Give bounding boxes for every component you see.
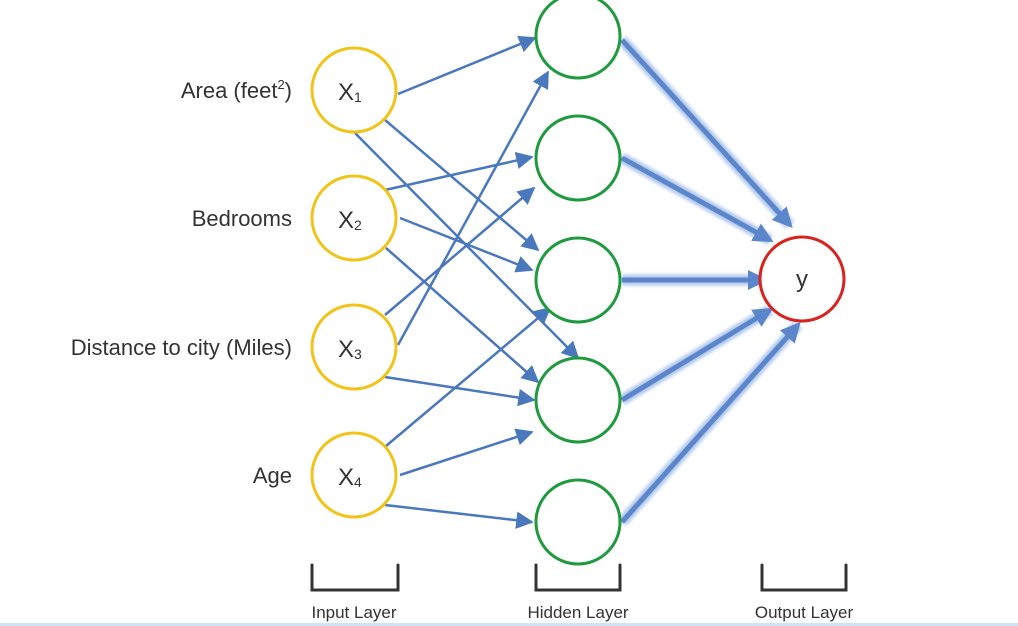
edge-x1-h3 <box>384 119 540 252</box>
output-layer-label: Output Layer <box>755 603 854 622</box>
edge-x4-h5 <box>384 503 534 529</box>
edge-h1-y <box>620 38 793 228</box>
input-node-x2-label: X2 <box>338 207 362 234</box>
input-node-x1 <box>310 46 398 134</box>
hidden-node-2 <box>534 114 622 202</box>
hidden-node-4 <box>534 356 622 444</box>
input-node-x4-label: X4 <box>338 464 362 491</box>
edge-h4-y <box>620 307 774 403</box>
hidden-node-3 <box>534 236 622 324</box>
output-node-y <box>758 235 846 323</box>
hidden-output-edges <box>620 38 801 524</box>
edge-x3-h1 <box>396 70 550 346</box>
input-node-x2 <box>310 174 398 262</box>
output-node-label: y <box>796 266 808 293</box>
hidden-node-5 <box>534 478 622 566</box>
hidden-node-1 <box>534 0 622 80</box>
hidden-layer-bracket <box>534 563 622 592</box>
input-node-x1-label: X1 <box>338 79 362 106</box>
edge-h5-y <box>620 322 801 524</box>
input-node-x3-label: X3 <box>338 336 362 363</box>
feature-label-distance: Distance to city (Miles) <box>71 335 292 360</box>
input-node-x3 <box>310 303 398 391</box>
edge-x4-h4 <box>399 428 534 477</box>
edge-x1-h1 <box>397 35 537 96</box>
input-hidden-edges <box>354 35 580 529</box>
feature-label-bedrooms: Bedrooms <box>192 206 292 231</box>
input-layer-bracket <box>310 563 400 592</box>
input-layer-nodes <box>310 46 398 519</box>
edge-x2-h4 <box>385 247 540 384</box>
input-node-x4 <box>310 431 398 519</box>
edge-x2-h3 <box>399 216 534 273</box>
edge-x3-h2 <box>384 186 536 316</box>
edge-x4-h3 <box>385 306 552 447</box>
feature-label-age: Age <box>253 463 292 488</box>
hidden-layer-label: Hidden Layer <box>527 603 628 622</box>
input-layer-label: Input Layer <box>311 603 396 622</box>
edge-h2-y <box>620 155 774 243</box>
hidden-layer-nodes <box>534 0 622 566</box>
edge-x2-h2 <box>384 151 534 192</box>
feature-label-area: Area (feet2) <box>181 77 292 103</box>
output-layer-bracket <box>760 563 848 592</box>
bottom-divider <box>0 623 1018 626</box>
layer-brackets <box>310 563 848 592</box>
edge-x3-h4 <box>384 375 536 407</box>
